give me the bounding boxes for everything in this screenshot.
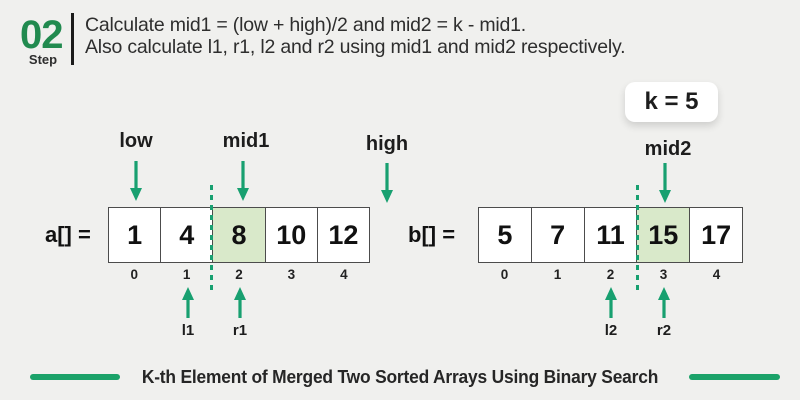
array-b-indices: 0 1 2 3 4 bbox=[478, 267, 743, 282]
array-b-index: 1 bbox=[553, 267, 562, 282]
array-b-cell: 15 bbox=[637, 208, 691, 262]
step-description: Calculate mid1 = (low + high)/2 and mid2… bbox=[85, 14, 626, 58]
arrow-down-icon bbox=[659, 163, 671, 203]
array-b-index: 3 bbox=[659, 267, 668, 282]
step-description-line1: Calculate mid1 = (low + high)/2 and mid2… bbox=[85, 14, 527, 36]
array-a-label: a[] = bbox=[45, 222, 91, 247]
arrow-down-icon bbox=[237, 161, 249, 201]
partition-dashed-line-a bbox=[210, 185, 213, 293]
array-a-cell: 8 bbox=[213, 208, 266, 262]
header-divider bbox=[71, 13, 74, 65]
array-b-cell: 5 bbox=[479, 208, 532, 262]
array-a-cell: 4 bbox=[161, 208, 214, 262]
high-pointer-label: high bbox=[365, 133, 409, 155]
arrow-up-icon bbox=[605, 287, 617, 318]
r1-pointer-label: r1 bbox=[232, 322, 248, 339]
array-a-cell: 10 bbox=[266, 208, 318, 262]
array-a-indices: 0 1 2 3 4 bbox=[108, 267, 370, 282]
array-a-cell: 1 bbox=[109, 208, 162, 262]
step-label: Step bbox=[28, 52, 58, 67]
array-a-index: 2 bbox=[235, 267, 243, 282]
array-b-label: b[] = bbox=[408, 222, 456, 247]
array-a-index: 4 bbox=[340, 267, 348, 282]
array-a-index: 3 bbox=[287, 267, 296, 282]
arrow-down-icon bbox=[130, 161, 142, 201]
array-b-index: 2 bbox=[606, 267, 615, 282]
low-pointer-label: low bbox=[119, 130, 153, 152]
mid1-pointer-label: mid1 bbox=[222, 130, 270, 152]
footer-accent-bar-left bbox=[30, 374, 120, 380]
step-number: 02 bbox=[20, 13, 63, 57]
array-b-index: 0 bbox=[500, 267, 509, 282]
array-a-cell: 12 bbox=[328, 219, 359, 250]
array-a-index: 0 bbox=[130, 267, 138, 282]
array-b-cell: 11 bbox=[585, 208, 638, 262]
arrow-down-icon bbox=[381, 163, 393, 203]
arrow-up-icon bbox=[182, 287, 194, 318]
array-b-cell: 17 bbox=[701, 219, 732, 250]
r2-pointer-label: r2 bbox=[656, 322, 672, 339]
l1-pointer-label: l1 bbox=[181, 322, 195, 339]
mid2-pointer-label: mid2 bbox=[644, 138, 692, 160]
k-value-badge: k = 5 bbox=[625, 82, 718, 122]
l2-pointer-label: l2 bbox=[604, 322, 618, 339]
arrow-up-icon bbox=[234, 287, 246, 318]
footer-title: K-th Element of Merged Two Sorted Arrays… bbox=[141, 366, 659, 387]
footer-accent-bar-right bbox=[689, 374, 780, 380]
array-b-cells: 5 7 11 15 17 bbox=[478, 207, 743, 263]
array-a-cells: 1 4 8 10 12 bbox=[108, 207, 370, 263]
arrow-up-icon bbox=[658, 287, 670, 318]
array-b-cell: 7 bbox=[532, 208, 585, 262]
step-description-line2: Also calculate l1, r1, l2 and r2 using m… bbox=[85, 35, 626, 58]
array-a-index: 1 bbox=[182, 267, 191, 282]
partition-dashed-line-b bbox=[636, 185, 639, 293]
array-b-index: 4 bbox=[712, 267, 721, 282]
